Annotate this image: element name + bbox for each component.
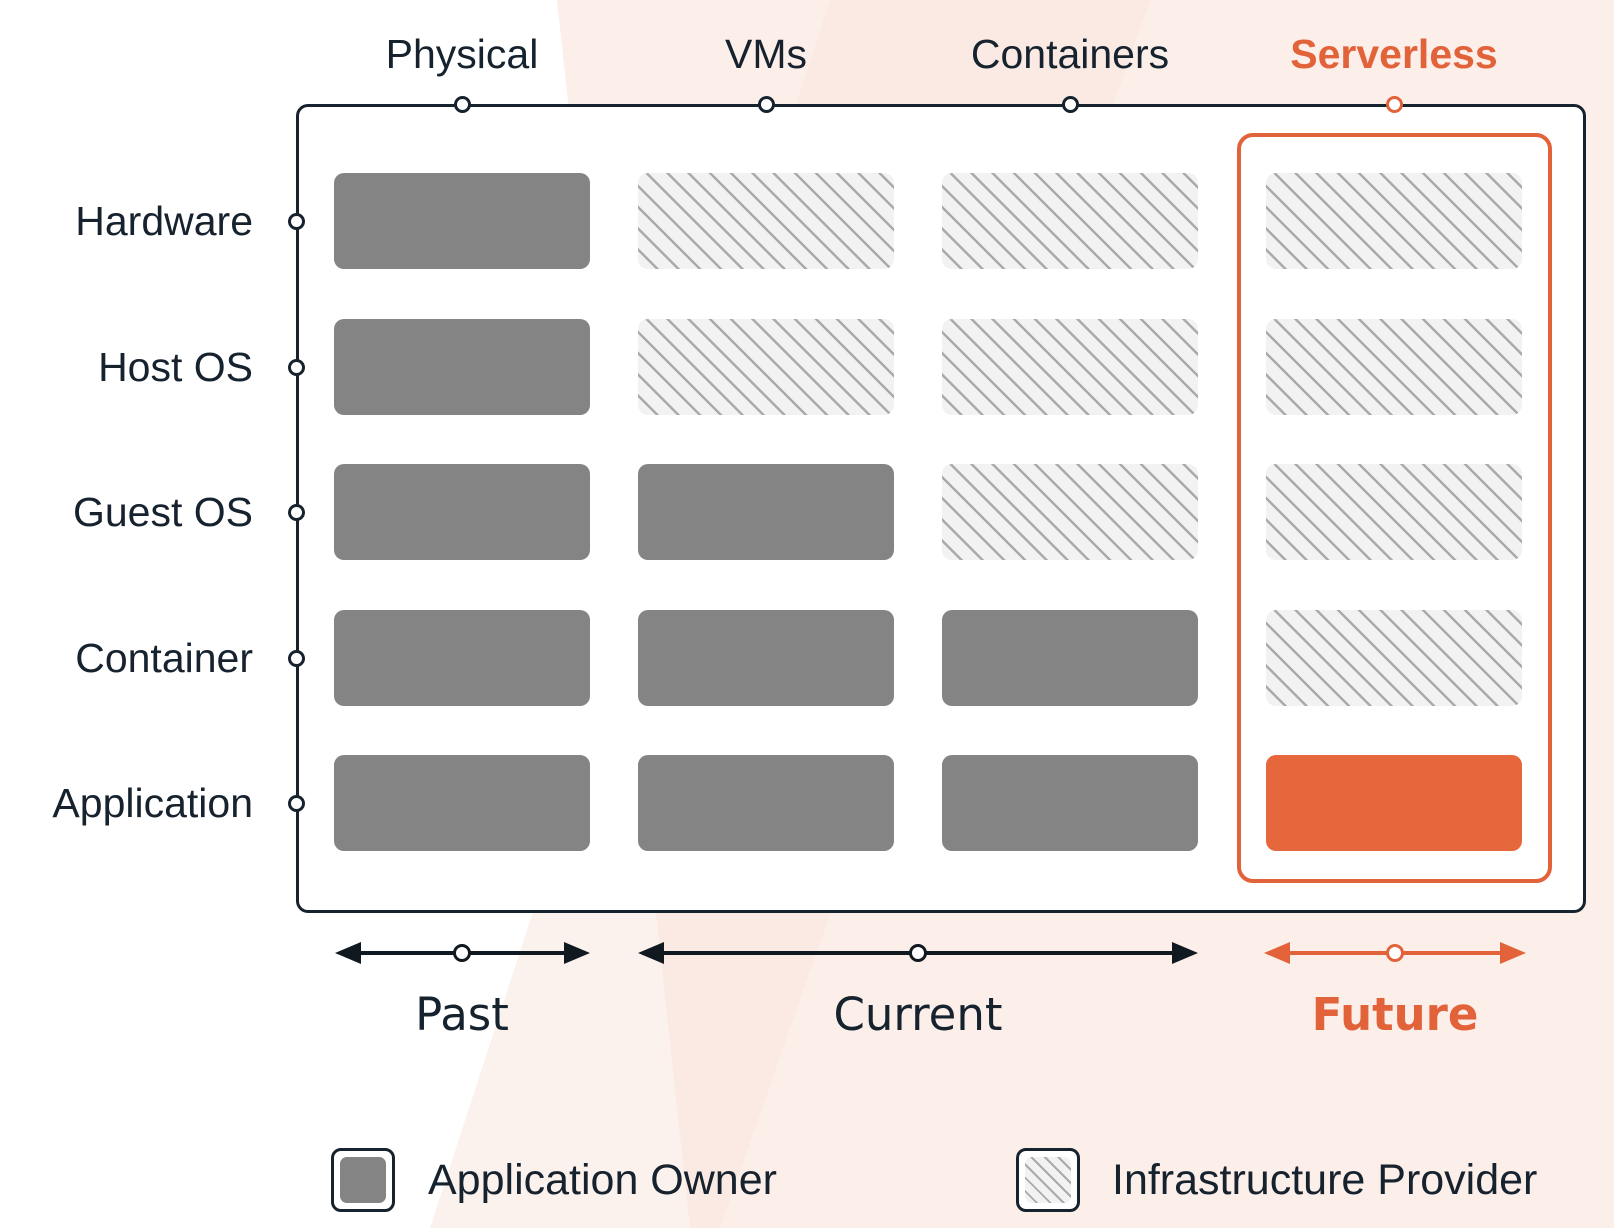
connector-dot xyxy=(287,649,305,667)
ownership-cell-container-serverless xyxy=(1266,610,1522,706)
connector-dot xyxy=(453,95,471,113)
ownership-cell-container-vms xyxy=(638,610,894,706)
arrow-right-icon xyxy=(1172,942,1198,964)
arrow-right-icon xyxy=(564,942,590,964)
hatched-swatch-icon xyxy=(1025,1157,1071,1203)
ownership-cell-container-physical xyxy=(334,610,590,706)
arrow-left-icon xyxy=(1264,942,1290,964)
row-label-guest-os: Guest OS xyxy=(72,489,253,535)
ownership-cell-hardware-serverless xyxy=(1266,173,1522,269)
timeline-label-past: Past xyxy=(415,988,509,1041)
timeline-label-future: Future xyxy=(1311,988,1479,1041)
ownership-cell-host-os-physical xyxy=(334,319,590,415)
connector-dot xyxy=(287,503,305,521)
ownership-cell-guest-os-serverless xyxy=(1266,464,1522,560)
ownership-cell-container-containers xyxy=(942,610,1198,706)
connector-dot xyxy=(757,95,775,113)
legend-label-infrastructure-provider: Infrastructure Provider xyxy=(1112,1156,1538,1204)
ownership-cell-guest-os-containers xyxy=(942,464,1198,560)
column-header-serverless: Serverless xyxy=(1290,31,1498,77)
ownership-cell-host-os-serverless xyxy=(1266,319,1522,415)
ownership-cell-hardware-vms xyxy=(638,173,894,269)
connector-dot xyxy=(1061,95,1079,113)
ownership-cell-host-os-vms xyxy=(638,319,894,415)
arrow-left-icon xyxy=(335,942,361,964)
ownership-cell-host-os-containers xyxy=(942,319,1198,415)
connector-dot xyxy=(287,794,305,812)
legend-swatch-infrastructure-provider xyxy=(1016,1148,1080,1212)
connector-dot xyxy=(287,358,305,376)
ownership-cell-application-containers xyxy=(942,755,1198,851)
column-header-vms: VMs xyxy=(725,31,807,77)
connector-dot xyxy=(287,212,305,230)
ownership-cell-guest-os-vms xyxy=(638,464,894,560)
timeline-dot xyxy=(909,944,927,962)
ownership-cell-guest-os-physical xyxy=(334,464,590,560)
legend-label-application-owner: Application Owner xyxy=(428,1156,777,1204)
timeline-dot xyxy=(453,944,471,962)
column-header-containers: Containers xyxy=(970,31,1170,77)
ownership-cell-hardware-containers xyxy=(942,173,1198,269)
row-label-container: Container xyxy=(75,635,253,681)
row-label-host-os: Host OS xyxy=(98,344,253,390)
ownership-cell-hardware-physical xyxy=(334,173,590,269)
arrow-right-icon xyxy=(1500,942,1526,964)
ownership-cell-application-serverless xyxy=(1266,755,1522,851)
ownership-cell-application-vms xyxy=(638,755,894,851)
column-header-physical: Physical xyxy=(385,31,539,77)
timeline-dot xyxy=(1386,944,1404,962)
solid-gray-swatch-icon xyxy=(340,1157,386,1203)
row-label-application: Application xyxy=(52,780,253,826)
legend-swatch-application-owner xyxy=(331,1148,395,1212)
timeline-label-current: Current xyxy=(833,988,1003,1041)
ownership-cell-application-physical xyxy=(334,755,590,851)
connector-dot xyxy=(1385,95,1403,113)
arrow-left-icon xyxy=(638,942,664,964)
row-label-hardware: Hardware xyxy=(75,198,253,244)
